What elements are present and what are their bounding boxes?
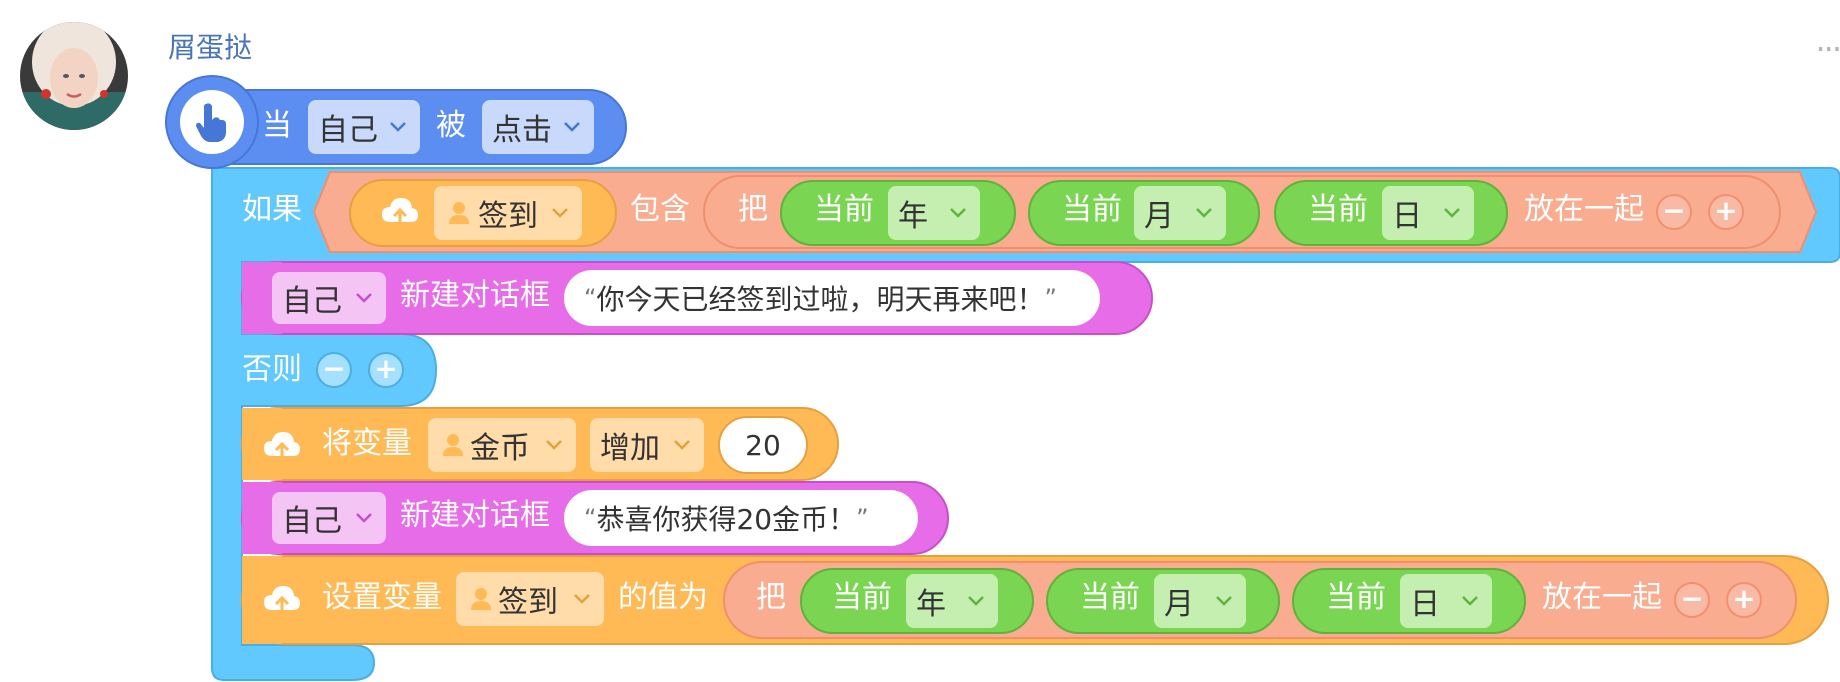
person-icon <box>471 588 491 610</box>
chevron-down-icon <box>546 440 562 450</box>
event-is-label: 被 <box>436 108 466 143</box>
event-target-value: 自己 <box>318 113 378 148</box>
more-options-icon[interactable]: ··· <box>1815 30 1840 68</box>
if-current-year-label: 当前 <box>814 192 874 227</box>
chevron-down-icon <box>674 440 690 450</box>
chevron-down-icon <box>1196 208 1212 218</box>
dialog1-target-value: 自己 <box>282 284 342 319</box>
chevron-down-icon <box>356 293 372 303</box>
dialog2-text-value: 恭喜你获得20金币！ <box>596 503 857 536</box>
change-var-value: 金币 <box>470 431 530 466</box>
if-year-value: 年 <box>898 199 928 234</box>
dialog1-text-input[interactable]: “ 你今天已经签到过啦，明天再来吧！ ” <box>564 270 1100 326</box>
if-join-suffix: 放在一起 <box>1524 192 1644 227</box>
dialog2-target-value: 自己 <box>282 504 342 539</box>
chevron-down-icon <box>574 594 590 604</box>
change-value-input[interactable]: 20 <box>718 416 808 474</box>
if-current-month-label: 当前 <box>1062 192 1122 227</box>
change-var-dropdown[interactable]: 金币 <box>428 418 576 472</box>
dialog2-label: 新建对话框 <box>400 498 550 533</box>
change-value: 20 <box>745 428 781 462</box>
event-action-dropdown[interactable]: 点击 <box>482 100 594 154</box>
if-label: 如果 <box>242 192 302 227</box>
set-current-month-label: 当前 <box>1080 580 1140 615</box>
change-var-label: 将变量 <box>322 426 412 461</box>
else-minus-button[interactable]: − <box>316 352 352 388</box>
quote-close: ” <box>1044 284 1057 312</box>
chevron-down-icon <box>968 596 984 606</box>
set-day-value: 日 <box>1410 587 1440 622</box>
if-var-dropdown[interactable]: 签到 <box>434 186 582 240</box>
quote-close: ” <box>856 504 869 532</box>
set-day-dropdown[interactable]: 日 <box>1400 574 1492 628</box>
person-icon <box>449 202 469 224</box>
if-minus-button[interactable]: − <box>1656 194 1692 230</box>
username[interactable]: 屑蛋挞 <box>168 31 253 64</box>
chevron-down-icon <box>1462 596 1478 606</box>
quote-open: “ <box>584 504 597 532</box>
contains-label: 包含 <box>630 192 690 227</box>
dialog2-target-dropdown[interactable]: 自己 <box>272 492 386 544</box>
chevron-down-icon <box>950 208 966 218</box>
person-icon <box>443 434 463 456</box>
cloud-upload-icon <box>264 586 300 614</box>
if-month-value: 月 <box>1144 199 1174 234</box>
dialog1-label: 新建对话框 <box>400 278 550 313</box>
set-value-label: 的值为 <box>618 580 708 615</box>
chevron-down-icon <box>1216 596 1232 606</box>
cloud-upload-icon <box>264 432 300 460</box>
set-var-value: 签到 <box>498 585 558 620</box>
hand-pointer-icon <box>196 103 226 142</box>
if-year-dropdown[interactable]: 年 <box>888 186 980 240</box>
if-join-prefix: 把 <box>738 192 768 227</box>
if-day-dropdown[interactable]: 日 <box>1382 186 1474 240</box>
set-month-value: 月 <box>1164 587 1194 622</box>
else-label: 否则 <box>242 352 302 387</box>
chevron-down-icon <box>564 122 580 132</box>
set-plus-button[interactable]: + <box>1726 582 1762 618</box>
set-join-suffix: 放在一起 <box>1542 580 1662 615</box>
if-var-value: 签到 <box>478 199 538 234</box>
if-month-dropdown[interactable]: 月 <box>1134 186 1226 240</box>
set-current-day-label: 当前 <box>1326 580 1386 615</box>
change-op-dropdown[interactable]: 增加 <box>590 418 704 472</box>
chevron-down-icon <box>552 208 568 218</box>
else-plus-button[interactable]: + <box>368 352 404 388</box>
avatar[interactable] <box>20 22 128 130</box>
set-month-dropdown[interactable]: 月 <box>1154 574 1246 628</box>
if-plus-button[interactable]: + <box>1708 194 1744 230</box>
chevron-down-icon <box>356 513 372 523</box>
set-var-label: 设置变量 <box>322 580 442 615</box>
set-current-year-label: 当前 <box>832 580 892 615</box>
set-year-dropdown[interactable]: 年 <box>906 574 998 628</box>
quote-open: “ <box>584 284 597 312</box>
set-join-prefix: 把 <box>756 580 786 615</box>
dialog1-target-dropdown[interactable]: 自己 <box>272 272 386 324</box>
if-current-day-label: 当前 <box>1308 192 1368 227</box>
set-year-value: 年 <box>916 587 946 622</box>
set-minus-button[interactable]: − <box>1674 582 1710 618</box>
if-day-value: 日 <box>1392 199 1422 234</box>
event-when-label: 当 <box>262 108 292 143</box>
chevron-down-icon <box>390 122 406 132</box>
cloud-upload-icon <box>382 198 418 226</box>
dialog2-text-input[interactable]: “ 恭喜你获得20金币！ ” <box>564 490 918 546</box>
set-var-dropdown[interactable]: 签到 <box>456 572 604 626</box>
change-op-value: 增加 <box>600 431 660 466</box>
chevron-down-icon <box>1444 208 1460 218</box>
event-action-value: 点击 <box>492 113 552 148</box>
event-target-dropdown[interactable]: 自己 <box>308 100 420 154</box>
dialog1-text-value: 你今天已经签到过啦，明天再来吧！ <box>596 283 1045 316</box>
